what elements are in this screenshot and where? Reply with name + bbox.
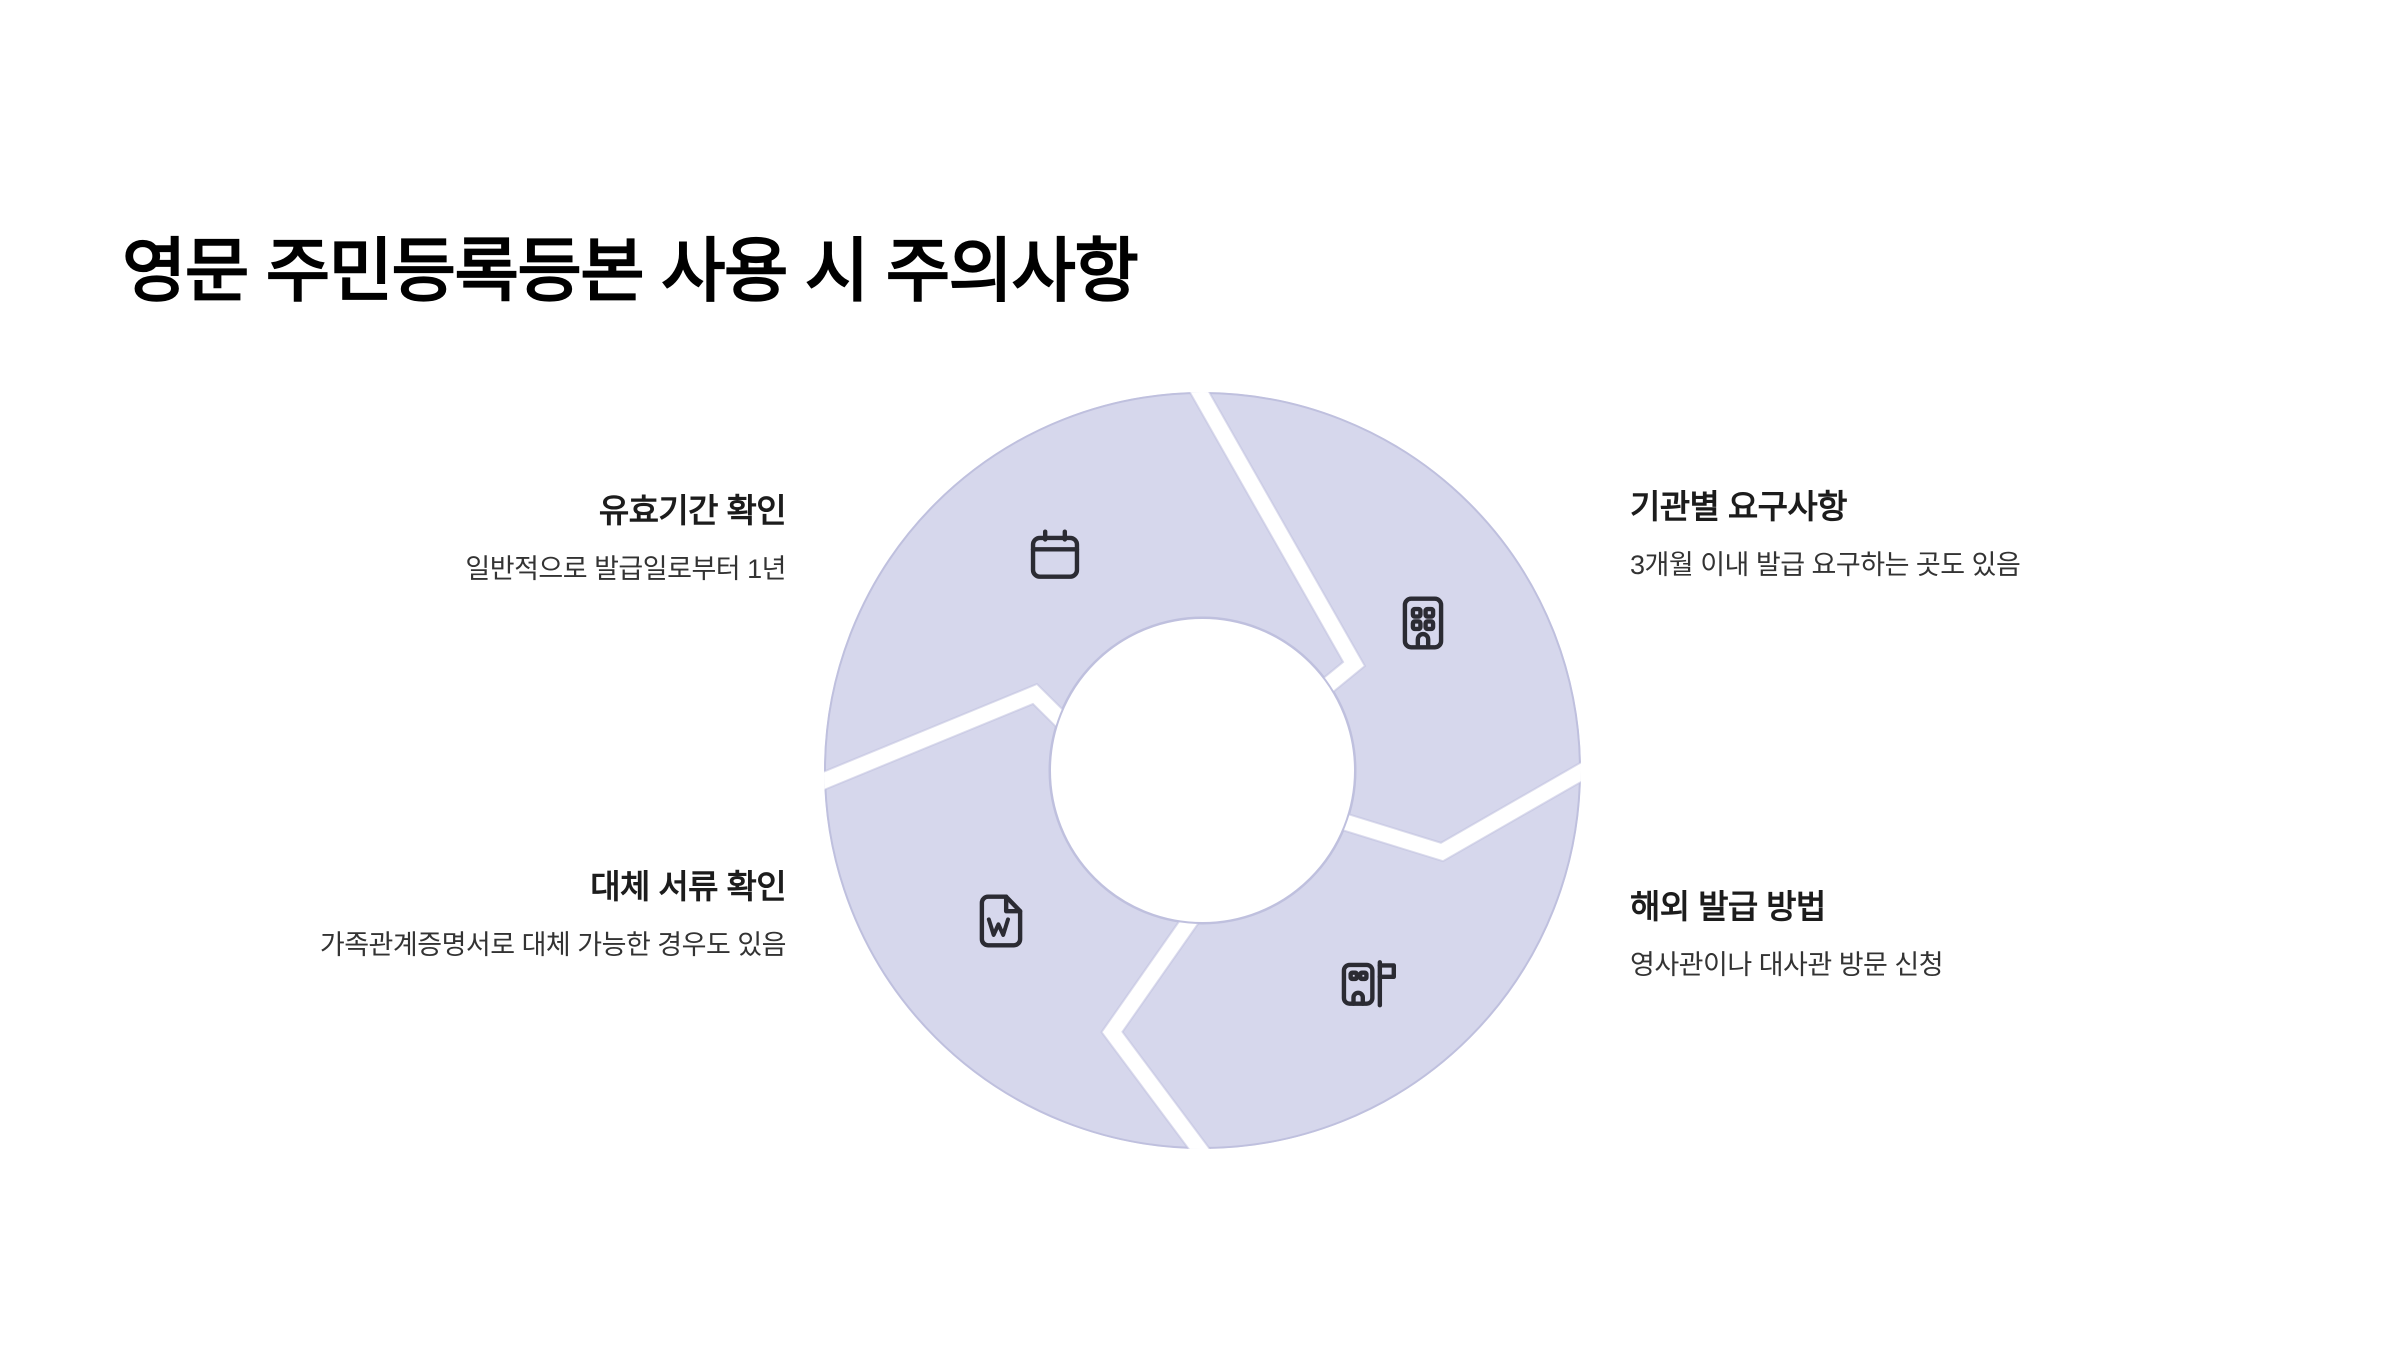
callout-title: 유효기간 확인 — [598, 492, 787, 529]
callout-agency: 기관별 요구사항 3개월 이내 발급 요구하는 곳도 있음 — [1630, 486, 2270, 587]
callout-alternative: 대체 서류 확인 가족관계증명서로 대체 가능한 경우도 있음 — [120, 866, 787, 967]
building-icon — [1392, 592, 1454, 654]
donut-chart — [823, 392, 1581, 1149]
callout-title: 해외 발급 방법 — [1630, 888, 1826, 925]
callout-validity: 유효기간 확인 일반적으로 발급일로부터 1년 — [180, 490, 786, 591]
callout-description: 영사관이나 대사관 방문 신청 — [1630, 950, 1944, 981]
calendar-icon — [1024, 525, 1086, 587]
word-document-icon — [970, 890, 1032, 952]
donut-hole — [1050, 618, 1355, 923]
donut-hole-edge — [1049, 617, 1356, 924]
callout-title: 대체 서류 확인 — [590, 868, 786, 905]
callout-embassy: 해외 발급 방법 영사관이나 대사관 방문 신청 — [1630, 886, 2270, 987]
page-title: 영문 주민등록등본 사용 시 주의사항 — [122, 231, 1139, 310]
callout-description: 가족관계증명서로 대체 가능한 경우도 있음 — [319, 930, 787, 961]
embassy-flag-icon — [1338, 952, 1400, 1014]
callout-description: 3개월 이내 발급 요구하는 곳도 있음 — [1630, 550, 2021, 581]
callout-description: 일반적으로 발급일로부터 1년 — [465, 554, 786, 585]
callout-title: 기관별 요구사항 — [1630, 488, 1847, 525]
